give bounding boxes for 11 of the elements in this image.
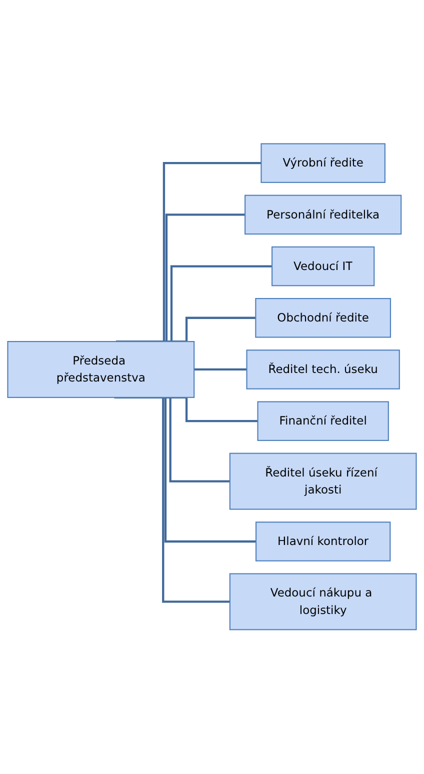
connector <box>194 368 247 371</box>
node-box: Předseda představenstva <box>7 341 195 398</box>
node-box: Výrobní ředite <box>260 144 386 184</box>
node-box: Vedoucí nákupu a logistiky <box>229 574 417 630</box>
node-box: Finanční ředitel <box>257 402 389 442</box>
node-box: Personální ředitelka <box>244 195 402 235</box>
node-box: Obchodní ředite <box>255 298 392 338</box>
node-box: Vedoucí IT <box>272 246 375 286</box>
node-box: Hlavní kontrolor <box>255 522 391 562</box>
node-box: Ředitel tech. úseku <box>246 350 400 390</box>
node-box: Ředitel úseku řízení jakosti <box>229 453 417 510</box>
